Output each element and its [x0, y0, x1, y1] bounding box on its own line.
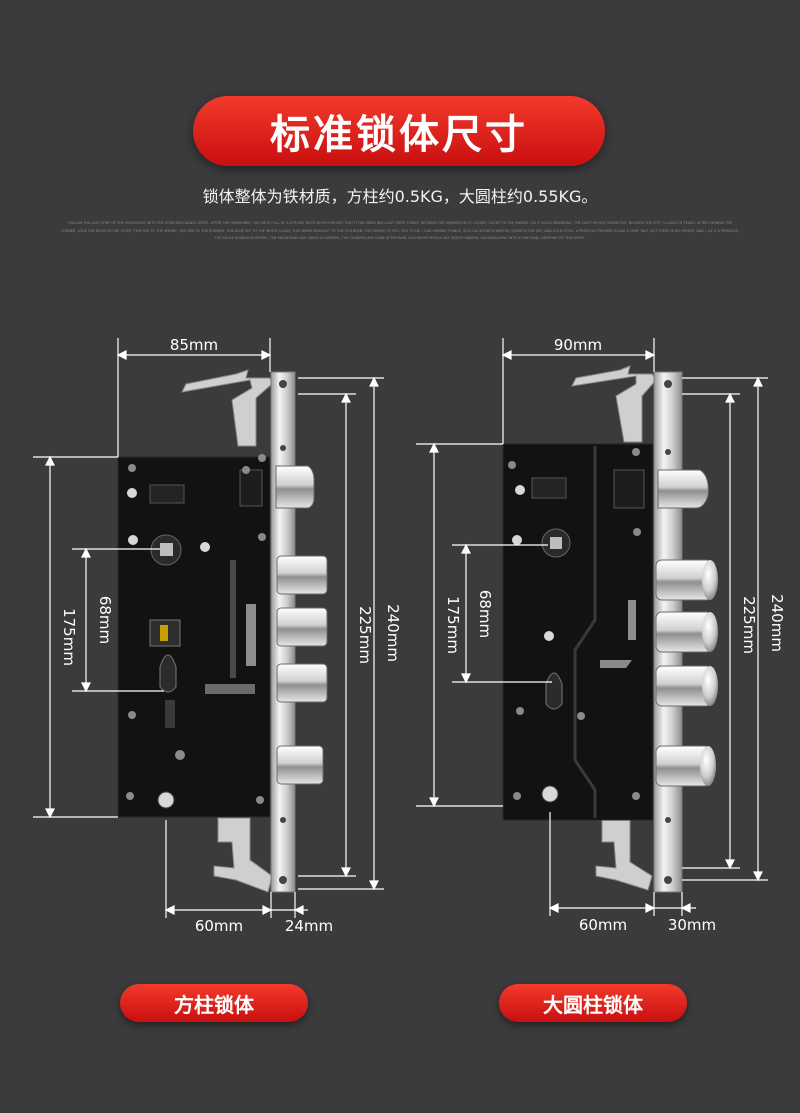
- left-dim-240: 240mm: [384, 604, 402, 662]
- right-bottom-hook: [595, 819, 653, 891]
- right-dim-60: 60mm: [579, 916, 627, 934]
- right-lock-label-text: 大圆柱锁体: [543, 992, 643, 1017]
- left-dim-175: 175mm: [60, 608, 78, 666]
- right-lock: [502, 365, 718, 893]
- right-dim-width: 90mm: [554, 336, 602, 354]
- left-dimension-lines: [33, 338, 384, 918]
- left-dim-68: 68mm: [96, 596, 114, 644]
- left-lock: [117, 369, 328, 893]
- page-title: 标准锁体尺寸: [270, 112, 528, 158]
- right-round-bolts: [655, 559, 718, 787]
- right-dim-68: 68mm: [476, 590, 494, 638]
- subtitle: 锁体整体为铁材质，方柱约0.5KG，大圆柱约0.55KG。: [202, 187, 598, 206]
- fine-print: FOLLOW THE LAST STRIP OF THE MOONLIGHT W…: [61, 221, 739, 240]
- right-dim-240: 240mm: [768, 594, 786, 652]
- left-dim-60: 60mm: [195, 917, 243, 935]
- left-latch: [275, 465, 315, 509]
- left-square-bolts: [276, 555, 328, 785]
- left-lock-body: [117, 456, 271, 818]
- right-lock-label: 大圆柱锁体: [499, 984, 687, 1022]
- title-banner: 标准锁体尺寸: [193, 96, 605, 166]
- left-dim-24: 24mm: [285, 917, 333, 935]
- left-lock-label-text: 方柱锁体: [174, 992, 254, 1017]
- right-top-hook: [571, 365, 657, 443]
- right-dim-175: 175mm: [444, 596, 462, 654]
- left-bottom-hook: [213, 817, 273, 893]
- left-top-hook: [181, 369, 273, 447]
- left-dim-225: 225mm: [356, 606, 374, 664]
- left-lock-label: 方柱锁体: [120, 984, 308, 1022]
- right-dim-30: 30mm: [668, 916, 716, 934]
- right-dim-225: 225mm: [740, 596, 758, 654]
- right-latch: [657, 469, 709, 509]
- right-dimension-lines: [416, 338, 768, 916]
- left-dim-width: 85mm: [170, 336, 218, 354]
